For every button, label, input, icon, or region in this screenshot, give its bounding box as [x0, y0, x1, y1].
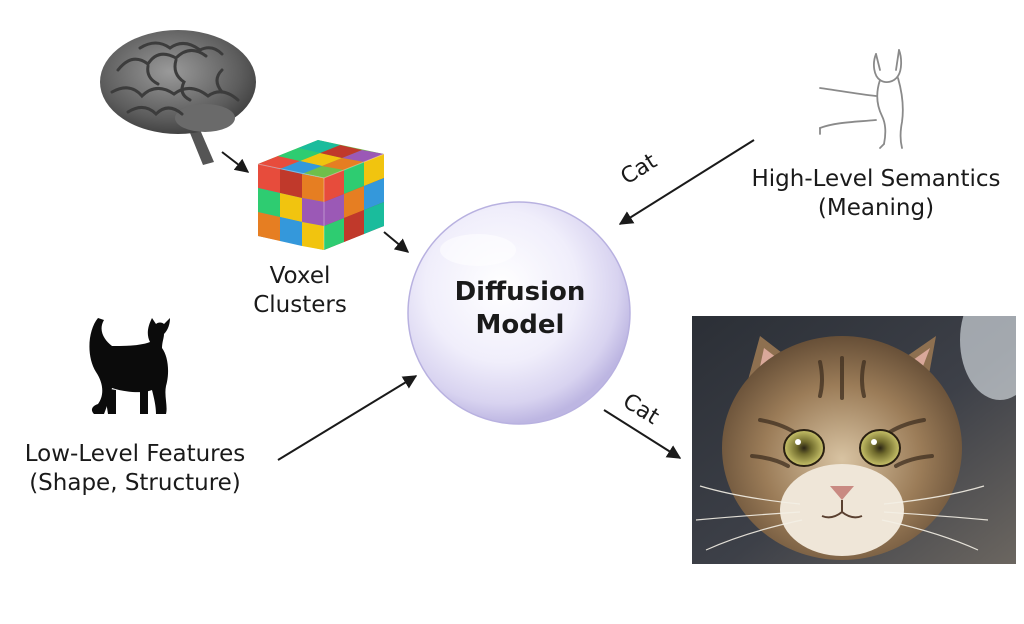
- low-label-line2: (Shape, Structure): [29, 469, 241, 496]
- arrow-high-level-to-diffusion: [618, 139, 755, 225]
- diffusion-label-line2: Model: [475, 309, 565, 340]
- diffusion-sphere: [407, 201, 631, 425]
- brain-icon: [100, 30, 256, 165]
- arrow-brain-to-voxel: [221, 151, 250, 173]
- high-level-semantics-label: High-Level Semantics (Meaning): [728, 165, 1024, 223]
- arrow-voxel-to-diffusion: [383, 231, 410, 253]
- voxel-clusters-label: Voxel Clusters: [240, 262, 360, 320]
- low-level-features-label: Low-Level Features (Shape, Structure): [0, 440, 270, 498]
- cat-photo: [692, 316, 1016, 564]
- voxel-cube-icon: [257, 140, 385, 250]
- high-label-line2: (Meaning): [817, 194, 935, 221]
- diffusion-model-label: Diffusion Model: [420, 276, 620, 341]
- cat-silhouette-icon: [89, 318, 170, 414]
- high-label-line1: High-Level Semantics: [751, 166, 1001, 192]
- diffusion-label-line1: Diffusion: [454, 277, 586, 307]
- voxel-label-line2: Clusters: [253, 291, 347, 318]
- arrow-low-level-to-diffusion: [277, 375, 418, 461]
- low-label-line1: Low-Level Features: [24, 441, 246, 467]
- arrow-diffusion-to-cat-photo: [603, 409, 682, 459]
- cat-sketch-icon: [819, 49, 904, 149]
- voxel-label-line1: Voxel: [269, 263, 331, 289]
